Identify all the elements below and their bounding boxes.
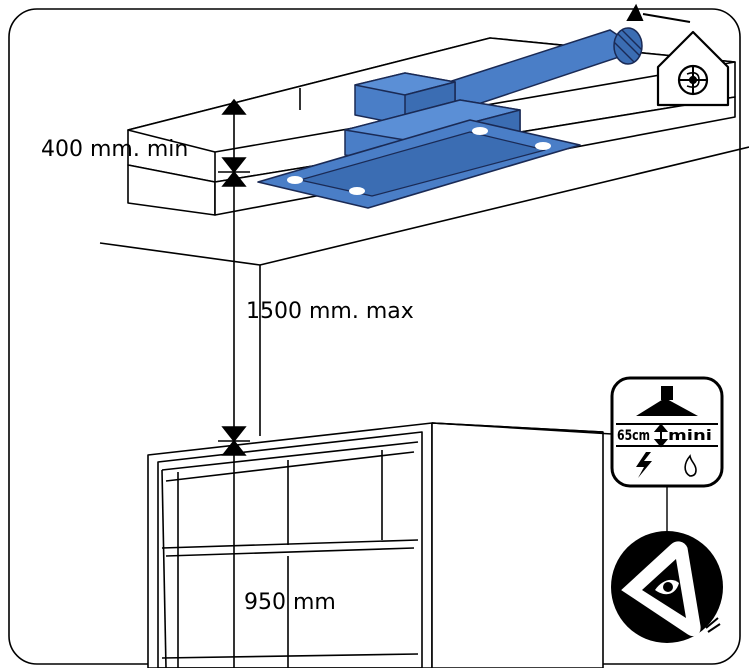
extraction-fan-icon	[656, 30, 730, 107]
max-distance-label: 1500 mm. max	[246, 299, 414, 324]
clearance-qualifier-text: mini	[668, 428, 712, 444]
hood-light	[472, 127, 488, 135]
hood-light	[535, 142, 551, 150]
eye-inspection-icon	[611, 531, 723, 643]
clearance-icon: 65cm mini	[610, 376, 724, 488]
hood-light	[349, 187, 365, 195]
clearance-arrow-icon	[653, 423, 669, 448]
hood-panel	[257, 119, 581, 209]
duct-outlet-arrow	[626, 3, 691, 23]
dimension-1500	[218, 170, 250, 443]
dimension-950	[221, 439, 247, 668]
hood-height-min-label: 400 mm. min	[41, 137, 188, 162]
gas-flame-icon	[684, 454, 697, 477]
hood-light	[287, 176, 303, 184]
counter-height-label: 950 mm	[244, 590, 336, 615]
electric-bolt-icon	[636, 452, 652, 478]
clearance-distance-text: 65cm	[617, 428, 650, 444]
dimension-400	[221, 98, 247, 174]
kitchen-unit	[147, 422, 604, 668]
icon-leader-lines	[431, 422, 668, 532]
